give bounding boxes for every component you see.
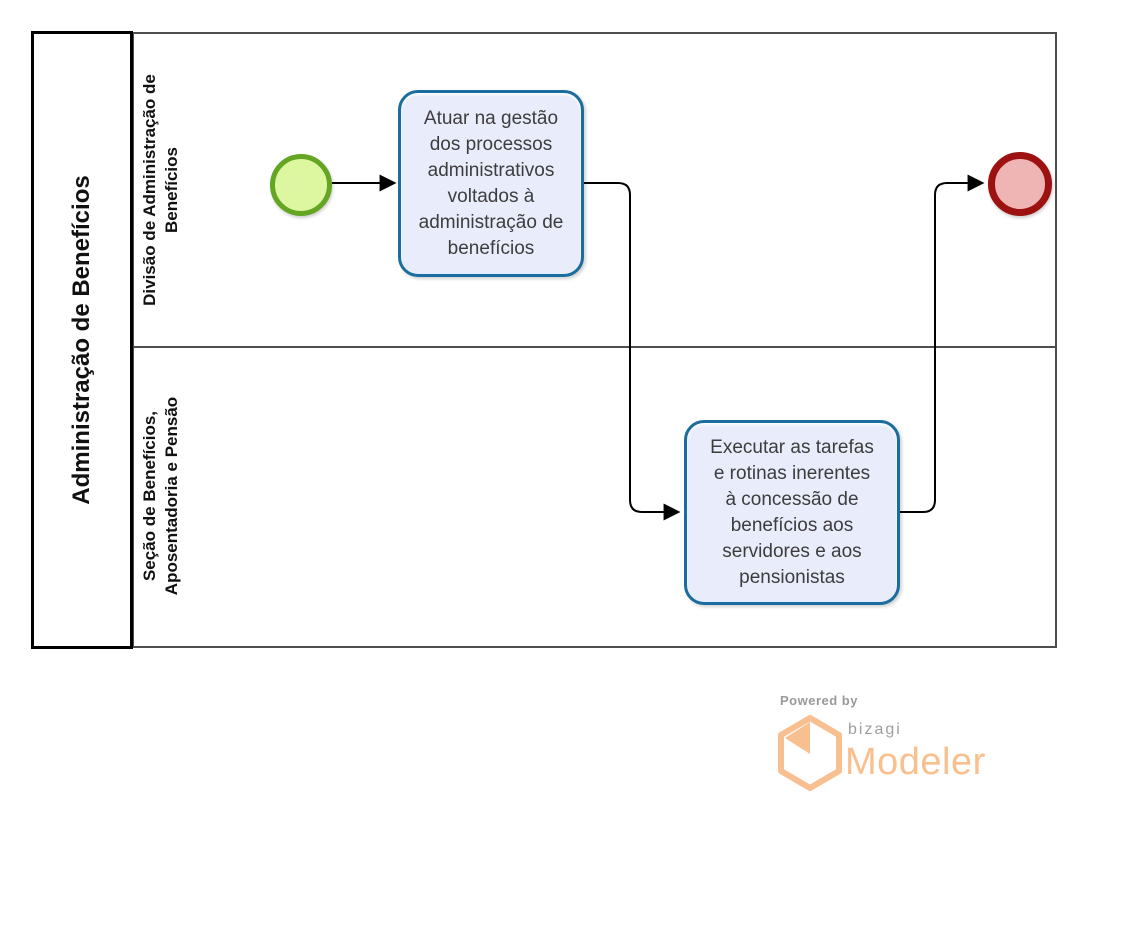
powered-by-label: Powered by (780, 693, 858, 708)
lane-label-secao: Seção de Benefícios, Aposentadoria e Pen… (140, 396, 181, 596)
end-event[interactable] (988, 152, 1052, 216)
task-executar-tarefas[interactable]: Executar as tarefas e rotinas inerentes … (684, 420, 900, 605)
start-event[interactable] (270, 154, 332, 216)
task-atuar-na-gestao[interactable]: Atuar na gestão dos processos administra… (398, 90, 584, 277)
pool-header-band (31, 31, 133, 649)
bizagi-brand-label: bizagi (848, 721, 902, 738)
modeler-product-label: Modeler (845, 741, 986, 783)
lane-label-divisao: Divisão de Administração de Benefícios (140, 74, 181, 306)
bizagi-logo-icon (778, 715, 842, 791)
lane-divider-line (132, 346, 1057, 348)
pool-title: Administração de Benefícios (68, 175, 95, 505)
lane-container (132, 32, 1057, 648)
